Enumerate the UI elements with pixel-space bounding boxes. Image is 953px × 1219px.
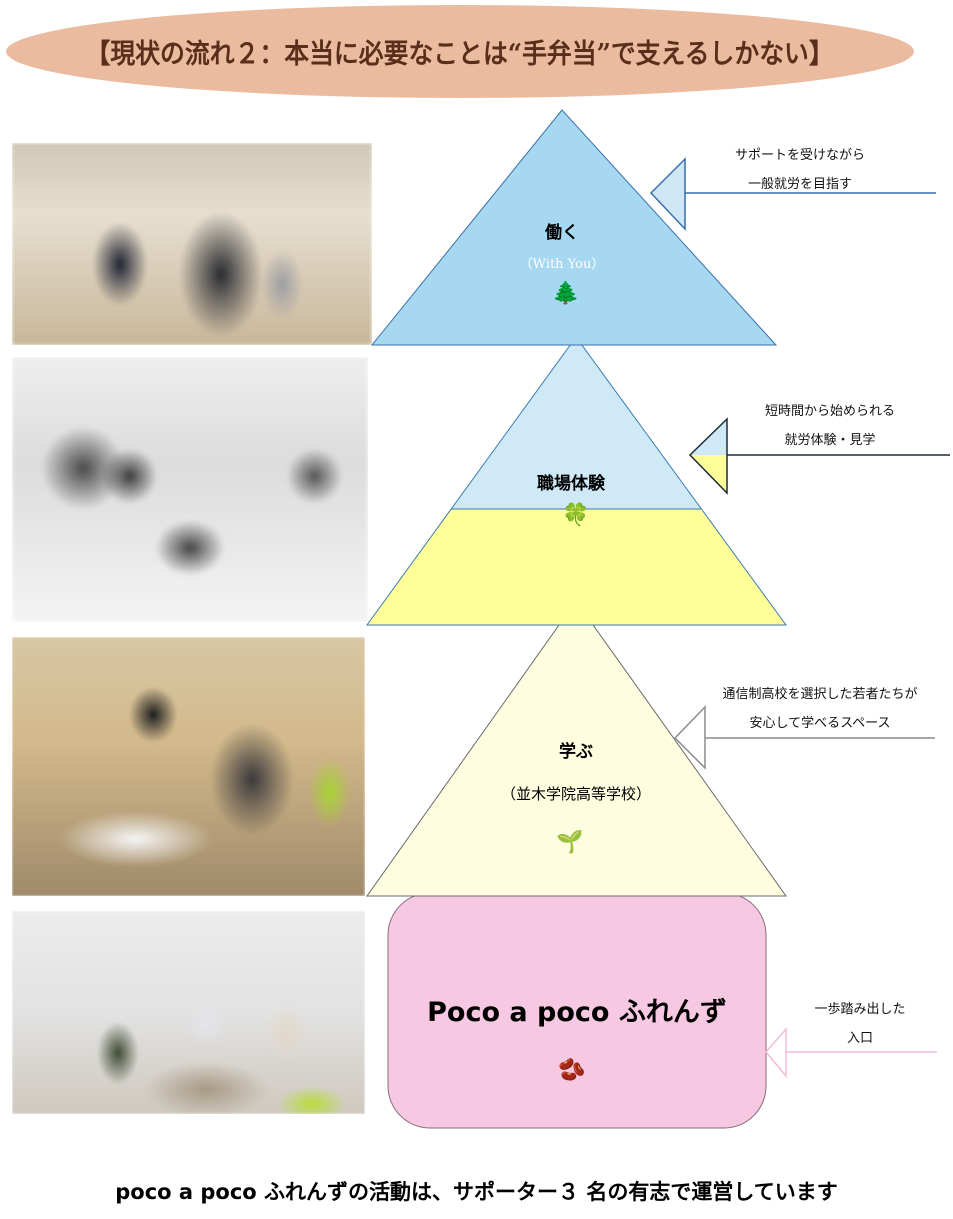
learn-title: 学ぶ: [559, 742, 593, 762]
job-experience-arrow: [688, 417, 950, 495]
entrance-note-line-1: 一歩踏み出した: [814, 1002, 906, 1017]
job-experience-note: 短時間から始められる 就労体験・見学: [730, 397, 930, 455]
title-banner: 【現状の流れ２：本当に必要なことは“手弁当”で支えるしかない】: [6, 5, 914, 98]
entrance-note-line-2: 入口: [846, 1031, 873, 1046]
footer-statement: poco a poco ふれんずの活動は、サポーター３ 名の有志で運営しています: [115, 1180, 838, 1204]
learn-subtitle: （並木学院高等学校）: [500, 785, 651, 803]
work-title: 働く: [545, 223, 579, 243]
photo-entrance-group: [12, 911, 365, 1114]
beans-icon: 🫘: [558, 1058, 586, 1083]
entrance-title: Poco a poco ふれんず: [427, 997, 727, 1028]
four-leaf-clover-icon: 🍀: [562, 503, 590, 528]
seedling-icon: 🌱: [556, 830, 584, 855]
learn-arrow: [673, 705, 935, 770]
learn-note: 通信制高校を選択した若者たちが 安心して学べるスペース: [700, 680, 940, 738]
entrance-arrow: [765, 1026, 937, 1079]
learn-triangle: [366, 600, 787, 897]
work-note-line-2: 一般就労を目指す: [747, 177, 852, 192]
work-note: サポートを受けながら 一般就労を目指す: [700, 141, 900, 199]
evergreen-tree-icon: 🌲: [552, 281, 580, 306]
entrance-note: 一歩踏み出した 入口: [790, 995, 930, 1053]
work-subtitle: （With You）: [519, 257, 605, 272]
job-experience-note-line-2: 就労体験・見学: [784, 433, 876, 448]
photo-job-experience: [12, 357, 368, 622]
work-note-line-1: サポートを受けながら: [734, 148, 865, 163]
learn-note-line-2: 安心して学べるスペース: [749, 716, 891, 731]
job-experience-note-line-1: 短時間から始められる: [764, 404, 895, 419]
photo-study: [12, 637, 365, 896]
job-experience-title: 職場体験: [537, 474, 605, 494]
photo-work-room: [12, 143, 372, 345]
page-title: 【現状の流れ２：本当に必要なことは“手弁当”で支えるしかない】: [85, 39, 835, 70]
work-triangle: [370, 109, 778, 346]
learn-note-line-1: 通信制高校を選択した若者たちが: [722, 687, 918, 702]
work-arrow: [649, 157, 936, 231]
job-experience-triangle: [366, 336, 787, 626]
